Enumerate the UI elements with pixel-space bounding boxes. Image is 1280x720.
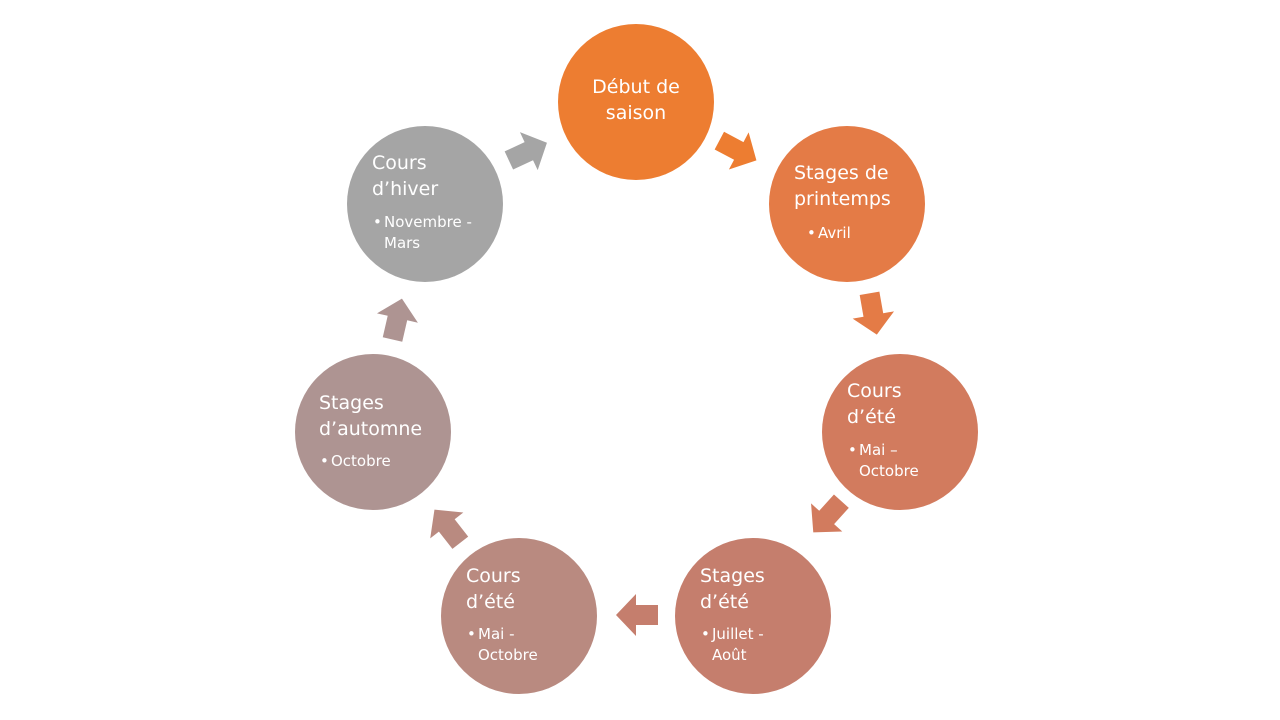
node-stages-automne-title: Stages d’automne: [319, 392, 423, 440]
bullet: •: [467, 625, 476, 643]
node-cours-ete-right-detail: • Mai – Octobre: [848, 440, 919, 482]
node-cours-hiver: Cours d’hiver • Novembre - Mars: [347, 126, 503, 282]
node-stages-printemps-period: Avril: [818, 224, 851, 242]
arrow-cours-ete-to-automne: [417, 496, 477, 556]
arrow-printemps-to-cours-ete: [848, 289, 898, 339]
node-cours-ete-right-title: Cours d’été: [847, 380, 902, 428]
bullet: •: [848, 441, 857, 459]
node-stages-printemps: Stages de printemps • Avril: [769, 126, 925, 282]
bullet: •: [320, 452, 329, 470]
bullet: •: [373, 213, 382, 231]
node-cours-ete-right-period: Mai – Octobre: [859, 441, 919, 480]
node-cours-ete-right: Cours d’été • Mai – Octobre: [822, 354, 978, 510]
arrow-stages-ete-to-cours-ete: [616, 594, 658, 636]
node-cours-hiver-period: Novembre - Mars: [384, 213, 472, 252]
node-cours-ete-left-detail: • Mai - Octobre: [467, 624, 538, 666]
node-stages-ete-period: Juillet - Août: [712, 625, 764, 664]
arrow-cours-ete-to-stages-ete: [797, 487, 857, 547]
arrow-hiver-to-debut: [499, 123, 556, 180]
node-stages-printemps-title: Stages de printemps: [794, 162, 891, 210]
node-stages-ete-detail: • Juillet - Août: [701, 624, 764, 666]
node-cours-hiver-detail: • Novembre - Mars: [373, 212, 472, 254]
node-debut-saison-title: Début de saison: [592, 76, 680, 124]
node-cours-ete-left-title: Cours d’été: [466, 565, 521, 613]
node-stages-automne-detail: • Octobre: [320, 451, 391, 472]
arrow-debut-to-printemps: [709, 122, 767, 179]
node-stages-ete-title: Stages d’été: [700, 565, 765, 613]
bullet: •: [701, 625, 710, 643]
node-stages-automne-period: Octobre: [331, 452, 391, 470]
node-cours-hiver-title: Cours d’hiver: [372, 152, 439, 200]
arrow-automne-to-hiver: [372, 293, 423, 345]
bullet: •: [807, 224, 816, 242]
node-debut-saison: Début de saison: [558, 24, 714, 180]
node-cours-ete-left-period: Mai - Octobre: [478, 625, 538, 664]
node-stages-ete: Stages d’été • Juillet - Août: [675, 538, 831, 694]
node-stages-printemps-detail: • Avril: [807, 223, 851, 244]
node-cours-ete-left: Cours d’été • Mai - Octobre: [441, 538, 597, 694]
node-stages-automne: Stages d’automne • Octobre: [295, 354, 451, 510]
